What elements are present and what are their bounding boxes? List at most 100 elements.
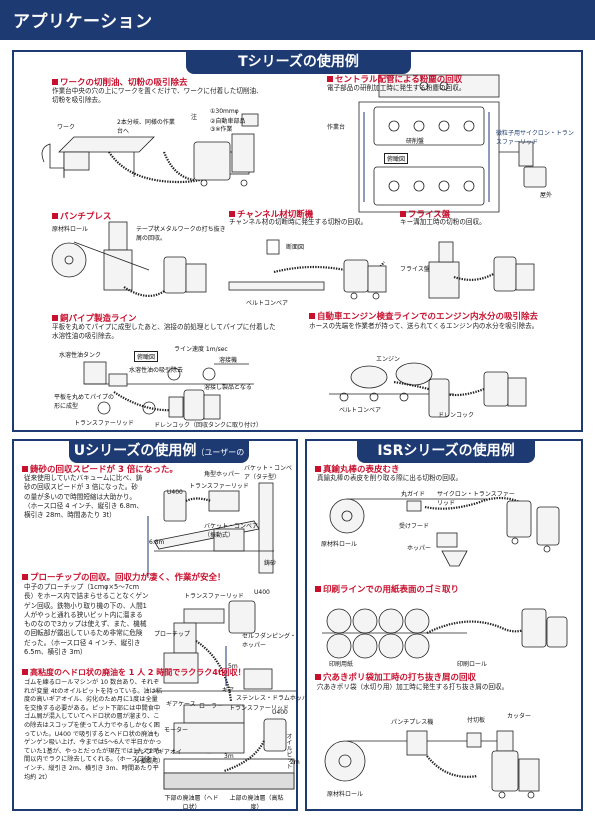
transfer-lid-label: トランスファーリッド [74, 420, 134, 427]
u-series-title-note: （ユーザーの声） [151, 448, 245, 483]
milling-desc: キー溝加工時の切粉の回収。 [400, 218, 486, 226]
product-label: 溶接し製品となる [204, 384, 252, 391]
channel-cut-desc: チャンネル材の切断時に発生する切粉の回収。 [229, 218, 368, 226]
isr-series-title: ISRシリーズの使用例 [357, 439, 535, 463]
copper-plan-label: 俯瞰図 [134, 351, 159, 362]
printing-illustration [322, 608, 568, 659]
casting-sand-desc: 従来使用していたバキュームに比べ、鋳砂の回収スピードが 3 倍になった。砂の量が… [24, 474, 143, 520]
engine-line-illustration [329, 362, 527, 418]
sand-transfer-label: トランスファーリッド [189, 483, 249, 490]
u-series-illustrations [147, 482, 296, 790]
work-vacuum-heading: ワークの切削油、切粉の吸引除去 [52, 76, 188, 88]
copper-pipe-heading: 銅パイプ製造ライン [52, 312, 137, 324]
t-series-illustrations [41, 74, 547, 421]
engine-label: エンジン [376, 356, 401, 363]
milling-illustration [428, 241, 535, 299]
u-series-title-text: Uシリーズの使用例 [73, 443, 197, 459]
channel-cut-heading: チャンネル材切断機 [229, 208, 313, 220]
outdoor-label: 屋外 [540, 192, 553, 199]
brass-roll-label: 原材料ロール [321, 541, 358, 548]
copper-pipe-desc: 平板を丸めてパイプに成型したあと、溶接の前処理としてパイプに付着した水溶性油の吸… [52, 323, 276, 341]
conveyor-label: ベルトコンベア [246, 300, 289, 307]
oil-tank-label: 水溶性油タンク [59, 352, 102, 359]
visc-u400-label: U400 [272, 709, 288, 716]
upper-layer-label: 上部の廃油層（高粘度） [229, 795, 284, 811]
sand-u400-label: U400 [167, 489, 183, 496]
pro-chip-label: プローチップ [154, 631, 191, 638]
bucket-vibe-label: バケット・コンベア（振動式） [204, 523, 259, 539]
milling-heading: フライス盤 [400, 208, 450, 220]
visc-3m-label: 3m [224, 753, 234, 760]
high-visc-desc: ゴムを練るロールマシンが 10 数台あり、それぞれが変量 4tのオイルピットを持… [24, 679, 162, 781]
plan-view-label: 俯瞰図 [384, 153, 409, 164]
drain-cock-label: ドレンコック（回収タンクに取り付け） [154, 422, 263, 429]
visc-transfer-label: トランスファーリッド [229, 705, 289, 712]
pump-label: ポンプ（ギアオイル循環用） [134, 749, 182, 765]
page-header: アプリケーション [0, 0, 595, 40]
note-2: ②自動車部品 [210, 118, 246, 125]
casting-sand-heading: 鋳砂の回収スピードが 3 倍になった。 [22, 463, 178, 475]
isr-cyclone-label: サイクロン・トランスファーリッド [437, 491, 515, 507]
copper-pipe-illustration [83, 361, 254, 421]
isr-series-illustrations [322, 496, 568, 799]
lower-layer-label: 下部の廃油層（ヘドロ状） [164, 795, 219, 811]
round-guide-label: 丸ガイド [401, 491, 426, 498]
work-table-illustration [41, 113, 259, 187]
engine-line-heading: 自動車エンジン検査ラインでのエンジン内水分の吸引除去 [309, 310, 538, 322]
drum-hopper-label: ステンレス・ドラムホッパー [236, 695, 314, 702]
engine-drain-label: ドレンコック [438, 412, 475, 419]
roller-label: ローラー [199, 703, 224, 710]
note-3: ③※作業 [210, 126, 233, 133]
bucket-vertical-label: バケット・コンベア（タテ型） [244, 465, 293, 481]
central-pipe-desc: 電子部品の研削加工時に発生する粉塵の回収。 [327, 84, 466, 92]
page-title: アプリケーション [13, 12, 153, 32]
brass-illustration [329, 496, 560, 567]
punched-bag-heading: 穴あきポリ袋加工時の打ち抜き屑の回収 [315, 671, 476, 683]
high-visc-illustration [163, 704, 295, 790]
pro-chip-desc: 中子のプローチップ（1cmφ×5〜7cm 長）をホース内で詰まらせることなくゲン… [24, 583, 149, 657]
motor-label: モーター [164, 727, 189, 734]
tape-metal-label: テープ状メタルワークの打ち抜き屑の回収。 [136, 226, 226, 242]
grinder-label: 研削盤 [406, 138, 425, 145]
punched-bag-desc: 穴あきポリ袋（水切り用）加工時に発生する打ち抜き屑の回収。 [317, 683, 509, 691]
line-speed-label: ライン速度 1m/sec [174, 346, 228, 353]
pro-chip-heading: プローチップの回収。回収力が凄く、作業が安全！ [22, 571, 226, 583]
t-series-title: Tシリーズの使用例 [186, 50, 411, 74]
section-view-label: 断面図 [286, 244, 305, 251]
engine-conveyor-label: ベルトコンベア [339, 407, 382, 414]
high-visc-heading: 高粘度のヘドロ状の廃油を 1 人 2 時間でラクラク4t回収！ [22, 667, 246, 678]
welder-label: 溶接機 [219, 357, 238, 364]
work-label: ワーク [57, 124, 76, 131]
chip-transfer-label: トランスファーリッド [184, 593, 244, 600]
milling-machine-label: フライス盤 [400, 266, 430, 273]
sand-label: 鋳砂 [264, 560, 277, 567]
bag-roll-label: 原材料ロール [327, 791, 364, 798]
chip-u400-label: U400 [254, 589, 270, 596]
u-series-panel: Uシリーズの使用例（ユーザーの声） 鋳砂の回収スピードが 3 倍になった。 従来… [12, 439, 314, 811]
brass-heading: 真鍮丸棒の表皮むき [315, 463, 400, 475]
branch-label: 2本分岐、同様の作業台へ [117, 119, 175, 135]
oil-removal-label: 水溶性油の吸引除去 [129, 367, 184, 374]
central-pipe-heading: セントラル配管による粉塵の回収 [327, 73, 462, 85]
cyclone-label: 微粒子用サイクロン・トランスファーリッド [496, 130, 574, 146]
cut-plate-label: 付切板 [467, 717, 486, 724]
punched-bag-illustration [324, 730, 540, 799]
punch-press-label: パンチプレス機 [391, 719, 434, 726]
worktable-label: 作業台 [327, 124, 346, 131]
t-series-panel: Tシリーズの使用例 ワークの切削油、切粉の吸引除去 作業台中央の穴の上にワークを… [12, 50, 583, 432]
forming-label: 平板を丸めてパイプの形に成型 [54, 394, 115, 410]
visc-2m-label: 2m [290, 759, 300, 766]
u-series-title: Uシリーズの使用例（ユーザーの声） [69, 439, 249, 483]
raw-roll-label: 原材料ロール [52, 226, 89, 233]
channel-cut-illustration [228, 239, 387, 300]
printing-heading: 印刷ラインでの用紙表面のゴミ取り [315, 583, 459, 595]
self-dump-label: セルフダンピング・ホッパー [242, 633, 297, 649]
oil-pit-label: オイルピット [285, 733, 292, 769]
sand-height-label: 6.8m [149, 539, 165, 546]
gear-label: ギア [222, 687, 235, 694]
isr-hopper-label: ホッパー [407, 545, 432, 552]
note-1: ①30mmφ [210, 108, 239, 115]
punch-press-heading: パンチプレス [52, 210, 111, 222]
engine-line-desc: ホースの先端を作業者が持って、送られてくるエンジン内の水分を吸引除去。 [309, 322, 539, 330]
work-vacuum-desc: 作業台中央の穴の上にワークを置くだけで、ワークに付着した切削油、切粉を吸引除去。 [52, 87, 263, 105]
